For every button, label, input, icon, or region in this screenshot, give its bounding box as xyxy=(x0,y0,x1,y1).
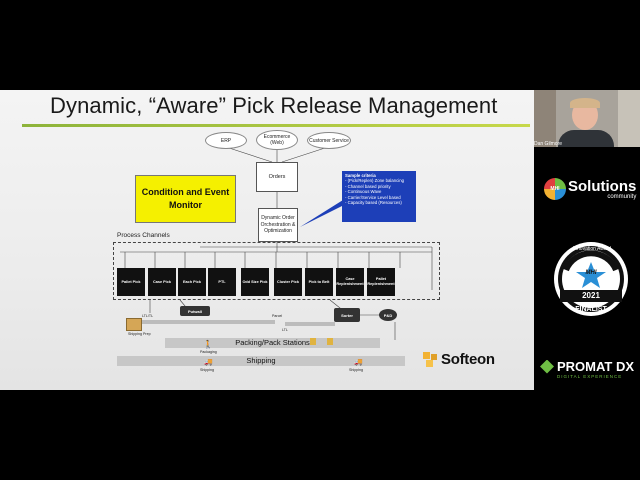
shipping-prep-label: Shipping Prep xyxy=(128,332,151,336)
packing-stations-bar: Packing/Pack Stations xyxy=(165,338,380,348)
packaging-label: Packaging xyxy=(200,350,217,354)
criteria-item: - Channel based priority xyxy=(345,183,391,189)
conveyor-belt xyxy=(285,322,335,326)
presenter-name: Dan Gilmore xyxy=(534,141,563,147)
ltl-label: LTL xyxy=(282,328,288,332)
worker-icon: 🚶 xyxy=(203,340,213,349)
solutions-globe-icon: MHI xyxy=(544,178,566,200)
channel-each-pick: Each Pick xyxy=(178,268,206,296)
forklift-icon: 🚚 xyxy=(354,359,363,366)
pallet-icon xyxy=(126,318,142,331)
channel-pick-to-belt: Pick to Belt xyxy=(305,268,333,296)
award-title: Innovation Award xyxy=(572,246,612,252)
pd-node: P&D xyxy=(379,309,397,321)
title-underline xyxy=(22,124,530,127)
putwall-node: Putwall xyxy=(180,306,210,316)
promat-diamond-icon xyxy=(540,359,554,374)
softeon-mark-icon xyxy=(423,351,439,368)
channel-pallet-pick: Pallet Pick xyxy=(117,268,145,296)
award-finalist: FINALIST xyxy=(575,306,607,313)
criteria-item: - Carrier/Service Level based xyxy=(345,194,401,200)
sorter-node: Sorter xyxy=(334,308,360,322)
solutions-title: Solutions xyxy=(568,177,637,195)
process-channels-frame xyxy=(113,242,440,300)
source-ecommerce: Ecommerce (Web) xyxy=(256,130,298,150)
promat-title: PROMAT DX xyxy=(557,359,635,374)
presenter-webcam xyxy=(534,90,640,147)
criteria-item: - Continuous Wave xyxy=(345,189,382,195)
promat-dx-logo: PROMAT DX DIGITAL EXPERIENCE xyxy=(540,359,634,379)
channel-ptl: PTL xyxy=(208,268,236,296)
presentation-slide: Dynamic, “Aware” Pick Release Management xyxy=(0,90,534,390)
source-customer-service: Customer Service xyxy=(307,132,351,149)
criteria-item: - Capacity based (Resources) xyxy=(345,200,402,206)
forklift-icon: 🚚 xyxy=(204,359,213,366)
box-icon xyxy=(327,338,333,345)
orders-box: Orders xyxy=(256,162,298,192)
conveyor-belt xyxy=(140,320,275,324)
promat-subtitle: DIGITAL EXPERIENCE xyxy=(557,374,623,379)
parcel-label: Parcel xyxy=(272,314,283,318)
channel-case-replenishment: Case Replenishment xyxy=(336,268,364,296)
criteria-heading: Sample criteria xyxy=(345,173,376,178)
sample-criteria-box: Sample criteria - (Pick/Replen) Zone bal… xyxy=(342,171,416,222)
channel-pallet-replenishment: Pallet Replenishment xyxy=(367,268,395,296)
box-icon xyxy=(310,338,316,345)
ltl-tl-label: LTL/TL xyxy=(142,314,154,318)
channel-cluster-pick: Cluster Pick xyxy=(274,268,302,296)
shipping-dock-label: Shipping xyxy=(349,368,363,372)
softeon-wordmark: Softeon xyxy=(441,351,495,368)
innovation-award-badge xyxy=(554,242,628,316)
shipping-dock-label: Shipping xyxy=(200,368,214,372)
softeon-logo: Softeon xyxy=(423,351,495,368)
slide-title: Dynamic, “Aware” Pick Release Management xyxy=(50,93,498,118)
channel-case-pick: Case Pick xyxy=(148,268,176,296)
orchestration-box: Dynamic Order Orchestration & Optimizati… xyxy=(258,208,298,242)
award-org: MHI xyxy=(585,270,597,276)
criteria-item: - (Pick/Replen) Zone balancing xyxy=(345,178,404,184)
source-erp: ERP xyxy=(205,132,247,149)
channel-odd-size-pick: Odd Size Pick xyxy=(241,268,269,296)
condition-monitor-box: Condition and Event Monitor xyxy=(135,175,236,223)
mhi-solutions-logo: MHI Solutions community xyxy=(544,178,636,200)
shipping-bar: Shipping xyxy=(117,356,405,366)
process-channels-label: Process Channels xyxy=(117,232,170,239)
award-year: 2021 xyxy=(582,291,600,300)
solutions-subtitle: community xyxy=(607,193,637,200)
